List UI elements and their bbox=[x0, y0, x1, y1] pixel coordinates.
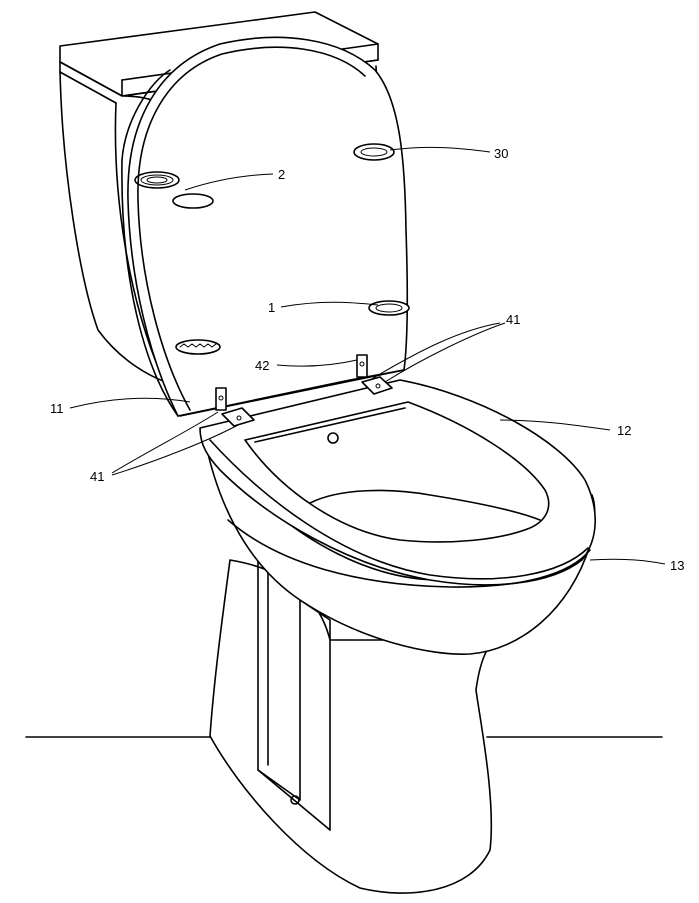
hinge-left bbox=[215, 387, 227, 411]
buffer-2 bbox=[134, 171, 214, 209]
lid-buffers bbox=[134, 143, 410, 355]
buffer-30 bbox=[353, 143, 395, 161]
label-41-top: 41 bbox=[506, 312, 520, 327]
hinges bbox=[215, 354, 393, 427]
reference-labels: 2 30 1 41 42 11 12 41 13 bbox=[50, 146, 684, 573]
label-30: 30 bbox=[494, 146, 508, 161]
buffer-lower-left bbox=[175, 339, 221, 355]
label-13: 13 bbox=[670, 558, 684, 573]
label-12: 12 bbox=[617, 423, 631, 438]
hinge-42 bbox=[356, 354, 368, 378]
label-42: 42 bbox=[255, 358, 269, 373]
label-11: 11 bbox=[50, 401, 64, 416]
toilet-lid bbox=[121, 36, 409, 417]
label-1: 1 bbox=[268, 300, 275, 315]
label-2: 2 bbox=[278, 167, 285, 182]
leader-lines bbox=[69, 146, 666, 565]
hinge-left-plate bbox=[221, 407, 255, 427]
toilet-bowl bbox=[199, 379, 596, 655]
hinge-right-plate bbox=[361, 376, 393, 395]
buffer-1 bbox=[368, 300, 410, 316]
label-41-bottom: 41 bbox=[90, 469, 104, 484]
